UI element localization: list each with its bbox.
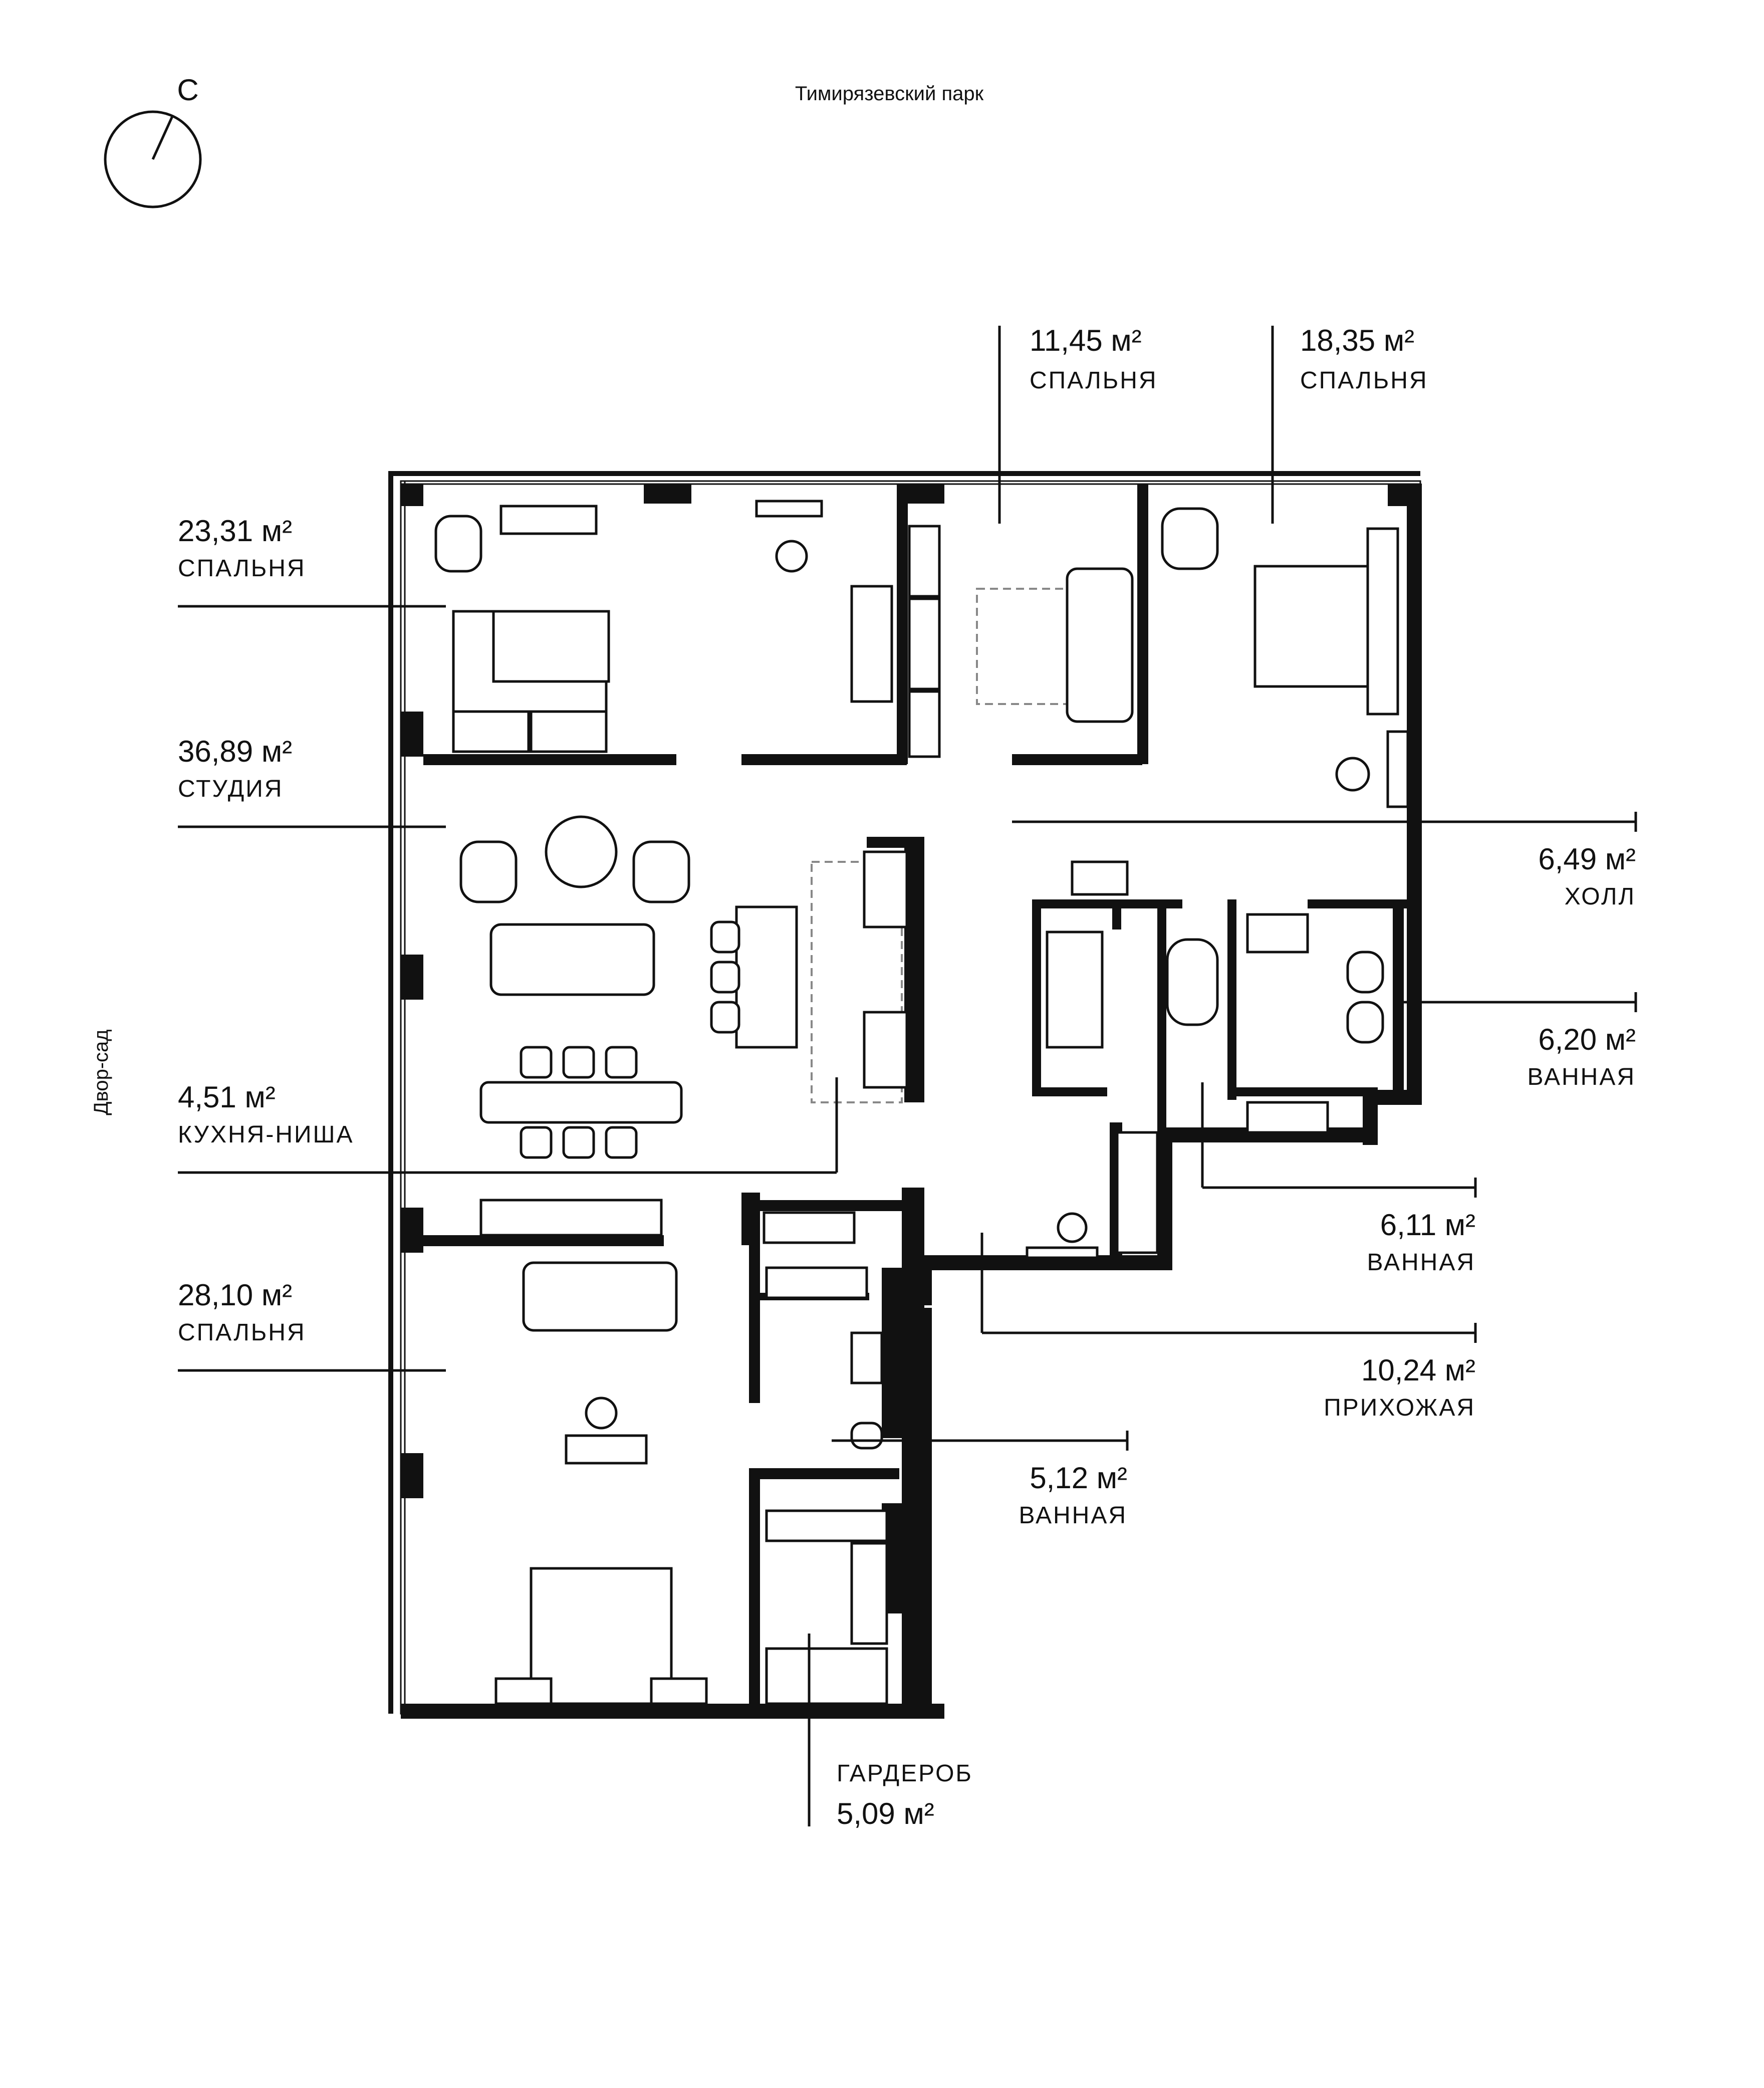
room-label-bath-s: 5,12 м² ВАННАЯ (1019, 1461, 1127, 1529)
room-name: СТУДИЯ (178, 776, 283, 802)
bedroom-ne-furniture (1161, 507, 1409, 808)
studio-furniture (459, 815, 908, 1159)
room-label-bath-e: 6,20 м² ВАННАЯ (1528, 1023, 1636, 1090)
room-name: СПАЛЬНЯ (178, 1319, 306, 1346)
room-area: 4,51 м² (178, 1080, 276, 1114)
room-area: 10,24 м² (1361, 1353, 1475, 1387)
room-label-bedroom-sw: 28,10 м² СПАЛЬНЯ (178, 1278, 306, 1346)
room-area: 11,45 м² (1030, 324, 1142, 357)
compass-north-label: С (177, 73, 198, 107)
bedroom-n-furniture (908, 525, 1134, 758)
room-label-bedroom-ne: 18,35 м² СПАЛЬНЯ (1300, 324, 1428, 394)
room-name: ВАННАЯ (1528, 1064, 1636, 1090)
room-label-wardrobe: ГАРДЕРОБ 5,09 м² (837, 1760, 973, 1830)
orientation-top-label: Тимирязевский парк (795, 83, 984, 105)
room-area: 36,89 м² (178, 735, 292, 768)
room-label-bedroom-nw: 23,31 м² СПАЛЬНЯ (178, 514, 306, 582)
room-name: КУХНЯ-НИША (178, 1121, 354, 1148)
room-name: СПАЛЬНЯ (1030, 367, 1158, 394)
room-area: 5,09 м² (837, 1797, 934, 1830)
bathroom-fixtures (765, 860, 1384, 1705)
room-area: 23,31 м² (178, 514, 292, 548)
room-label-studio: 36,89 м² СТУДИЯ (178, 735, 292, 802)
room-name: ВАННАЯ (1019, 1502, 1127, 1529)
leader-lines (178, 326, 1637, 1826)
bedroom-nw-furniture (434, 500, 893, 753)
room-area: 6,11 м² (1380, 1208, 1475, 1242)
interior-walls (423, 484, 1408, 1719)
compass-icon (104, 110, 202, 208)
room-label-entrance: 10,24 м² ПРИХОЖАЯ (1324, 1353, 1475, 1421)
room-area: 6,20 м² (1538, 1023, 1636, 1056)
room-area: 5,12 м² (1030, 1461, 1127, 1495)
room-area: 18,35 м² (1300, 324, 1414, 357)
room-name: ГАРДЕРОБ (837, 1760, 973, 1787)
bedroom-sw-furniture (479, 1199, 856, 1705)
room-label-bath-c: 6,11 м² ВАННАЯ (1367, 1208, 1475, 1276)
room-name: СПАЛЬНЯ (1300, 367, 1428, 394)
room-label-hall: 6,49 м² ХОЛЛ (1538, 842, 1636, 910)
room-name: ПРИХОЖАЯ (1324, 1395, 1475, 1421)
room-label-bedroom-n: 11,45 м² СПАЛЬНЯ (1030, 324, 1158, 394)
room-name: ВАННАЯ (1367, 1249, 1475, 1276)
room-area: 6,49 м² (1538, 842, 1636, 876)
room-area: 28,10 м² (178, 1278, 292, 1312)
room-name: ХОЛЛ (1565, 883, 1636, 910)
room-name: СПАЛЬНЯ (178, 555, 306, 582)
room-label-kitchen: 4,51 м² КУХНЯ-НИША (178, 1080, 354, 1148)
orientation-left-label: Двор-сад (90, 1029, 112, 1115)
